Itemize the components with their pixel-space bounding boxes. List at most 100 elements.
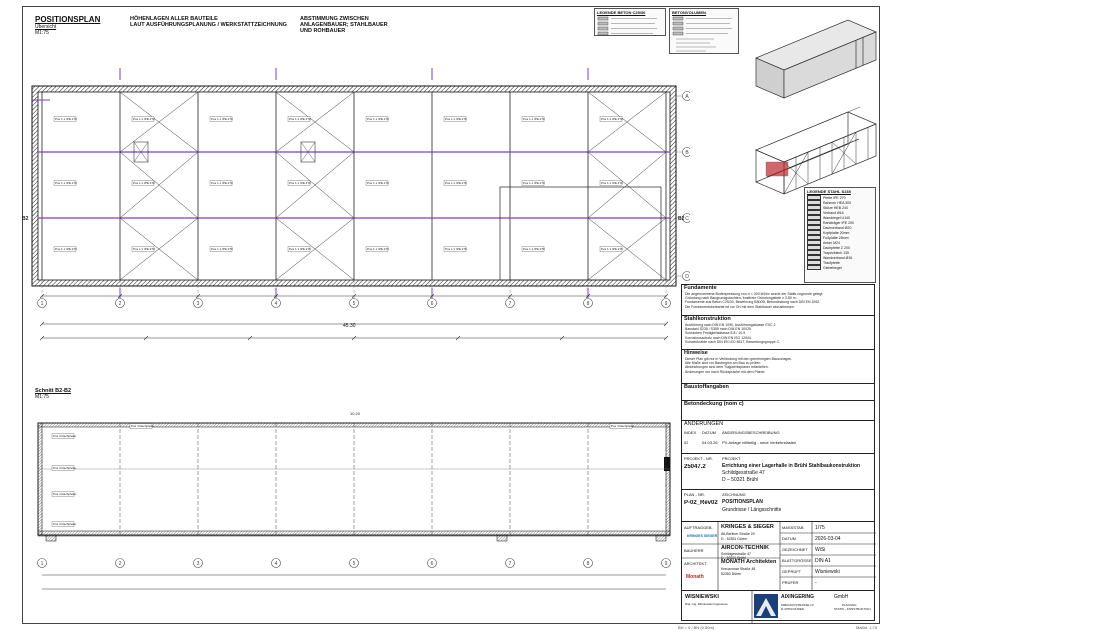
section-col-label: 5 — [353, 561, 356, 567]
pruefer-label: PRÜFER — [782, 580, 799, 585]
brace-line — [275, 91, 355, 153]
auftrag-label: AUFTRAGGEB. — [684, 525, 713, 530]
plan-dimensions — [39, 293, 669, 341]
zeichnung-label: ZEICHNUNG — [722, 492, 746, 497]
position-label-box — [209, 180, 233, 186]
section-title-block: Schnitt B2-B2 M1:75 — [35, 388, 71, 400]
notes-hinweise-line: Dieser Plan gilt nur in Verbindung mit d… — [685, 357, 793, 361]
position-label: Pos 1.1 IPE 270 — [133, 247, 155, 251]
section-col-bubble — [115, 558, 125, 568]
dim-tick — [663, 335, 669, 341]
grid-row-bubble — [682, 91, 690, 101]
legend-betonvolumen: BETONVOLUMEN — [669, 8, 739, 54]
grid-row-bubble — [682, 213, 690, 223]
dim-tick — [559, 335, 565, 341]
parties-grid-lines — [682, 522, 876, 590]
section-col-label: 1 — [41, 561, 44, 567]
notes-stahl-title: Stahlkonstruktion — [684, 316, 731, 322]
brace-line — [275, 217, 355, 281]
geprueft-label: GEPRÜFT — [782, 569, 802, 574]
position-label: Pos 1.1 IPE 270 — [55, 247, 77, 251]
section-col-label: 4 — [275, 561, 278, 567]
grid-col-bubble — [427, 298, 437, 308]
page-subtitle: Übersicht — [35, 24, 57, 30]
bauherr-name: AIRCON-TECHNIK — [721, 545, 769, 551]
grid-col-label: 5 — [353, 301, 356, 307]
project-section: PROJEKT - NR. 25047.2 PROJEKT Errichtung… — [682, 453, 874, 487]
footer-companies: WISNIEWSKI Dipl.-Ing. Wisniewski Ingenie… — [682, 590, 874, 623]
section-col-bubble — [349, 558, 359, 568]
legend-stahl-label: Wandverband Ø16 — [823, 255, 853, 260]
notes-betondeckung-title: Betondeckung (nom c) — [684, 401, 744, 407]
legend-stahl-row: Kopfplatte 20mm — [807, 230, 873, 235]
brace-line — [119, 91, 199, 153]
notes-fundamente-line: Gründung nach Baugrundgutachten, frostfr… — [685, 296, 797, 301]
grid-col-bubble — [505, 298, 515, 308]
blattgroesse-value: DIN A1 — [815, 558, 831, 564]
company2-right2: STATIK - KONSTRUKTION — [834, 607, 871, 611]
grid-row-label: B — [685, 150, 689, 156]
notes-fundamente-line: Fundamente aus Beton C25/30, Bewehrung B… — [685, 300, 821, 305]
position-label-box — [365, 180, 389, 186]
section-col-bubble — [37, 558, 47, 568]
grid-col-bubble — [583, 298, 593, 308]
grid-row-label: C — [685, 216, 689, 222]
bauherr-addr2: D - 50321 Brühl — [721, 556, 746, 560]
section-height-label: 10.20 — [350, 411, 361, 416]
position-label: Pos 1.1 IPE 270 — [601, 181, 623, 185]
position-label-box — [287, 246, 311, 252]
position-label: Pos 1.1 IPE 270 — [211, 117, 233, 121]
legend-swatch — [807, 205, 821, 210]
legend-betonvol-title: BETONVOLUMEN — [672, 10, 706, 15]
auftrag-addr1: Alt-Berliner Straße 20 — [721, 532, 755, 536]
position-label-box — [287, 180, 311, 186]
position-label: Pos 1.1 IPE 270 — [367, 181, 389, 185]
dim-tick — [351, 335, 357, 341]
grid-row-bubble — [682, 271, 690, 281]
grid-col-label: 3 — [197, 301, 200, 307]
position-label-box — [599, 116, 623, 122]
section-pos-box — [51, 433, 75, 439]
section-col-label: 3 — [197, 561, 200, 567]
position-label-box — [521, 246, 545, 252]
datum-label: DATUM — [782, 536, 796, 541]
project-line3: D – 50321 Brühl — [722, 477, 759, 483]
company1-name: WISNIEWSKI — [685, 594, 719, 600]
notes-fundamente-line: Die angenommene Bodenpressung von σ = 30… — [685, 292, 824, 296]
dim-tick — [117, 293, 123, 299]
legend-stahl-label: Stütze HEB 240 — [823, 205, 848, 210]
company1-sub: Dipl.-Ing. Wisniewski Ingenieure — [685, 602, 728, 606]
brace-line — [119, 217, 199, 281]
section-col-bubble — [583, 558, 593, 568]
section-scale: M1:75 — [35, 394, 49, 400]
notes-stahl-line: Baustahl S235 / S355 nach DIN EN 10025. — [685, 327, 752, 332]
datum-value: 2026-03-04 — [815, 536, 841, 542]
notes-betondeckung: Betondeckung (nom c) — [682, 400, 874, 420]
position-label-box — [131, 180, 155, 186]
position-label-box — [443, 180, 467, 186]
grid-col-label: 6 — [431, 301, 434, 307]
project-nr-label: PROJEKT - NR. — [684, 456, 713, 461]
dim-tick — [455, 335, 461, 341]
legend-stahl-row: Anker M24 — [807, 240, 873, 245]
legend-stahl-label: Pfette IPE 270 — [823, 195, 846, 200]
plan-nr: P-02_Rev02 — [684, 500, 718, 506]
aenderungen-row-datum: 04.03.26 — [702, 440, 718, 445]
legend-swatch — [807, 215, 821, 220]
header-col3-line2: ANLAGENBAUER; STAHLBAUER — [300, 22, 388, 28]
massstab-label: MASSSTAB — [782, 525, 804, 530]
section-col-label: 7 — [509, 561, 512, 567]
company2-addr1: KREUZAUSTRASSE 13 — [781, 603, 814, 607]
blattgroesse-label: BLATTGRÖSSE — [782, 558, 812, 563]
position-label-box — [209, 246, 233, 252]
position-label-box — [53, 246, 77, 252]
plan-opening — [499, 186, 662, 281]
position-label-box — [209, 116, 233, 122]
brace-line — [587, 217, 667, 281]
position-label: Pos 1.1 IPE 270 — [601, 117, 623, 121]
position-label-box — [443, 246, 467, 252]
